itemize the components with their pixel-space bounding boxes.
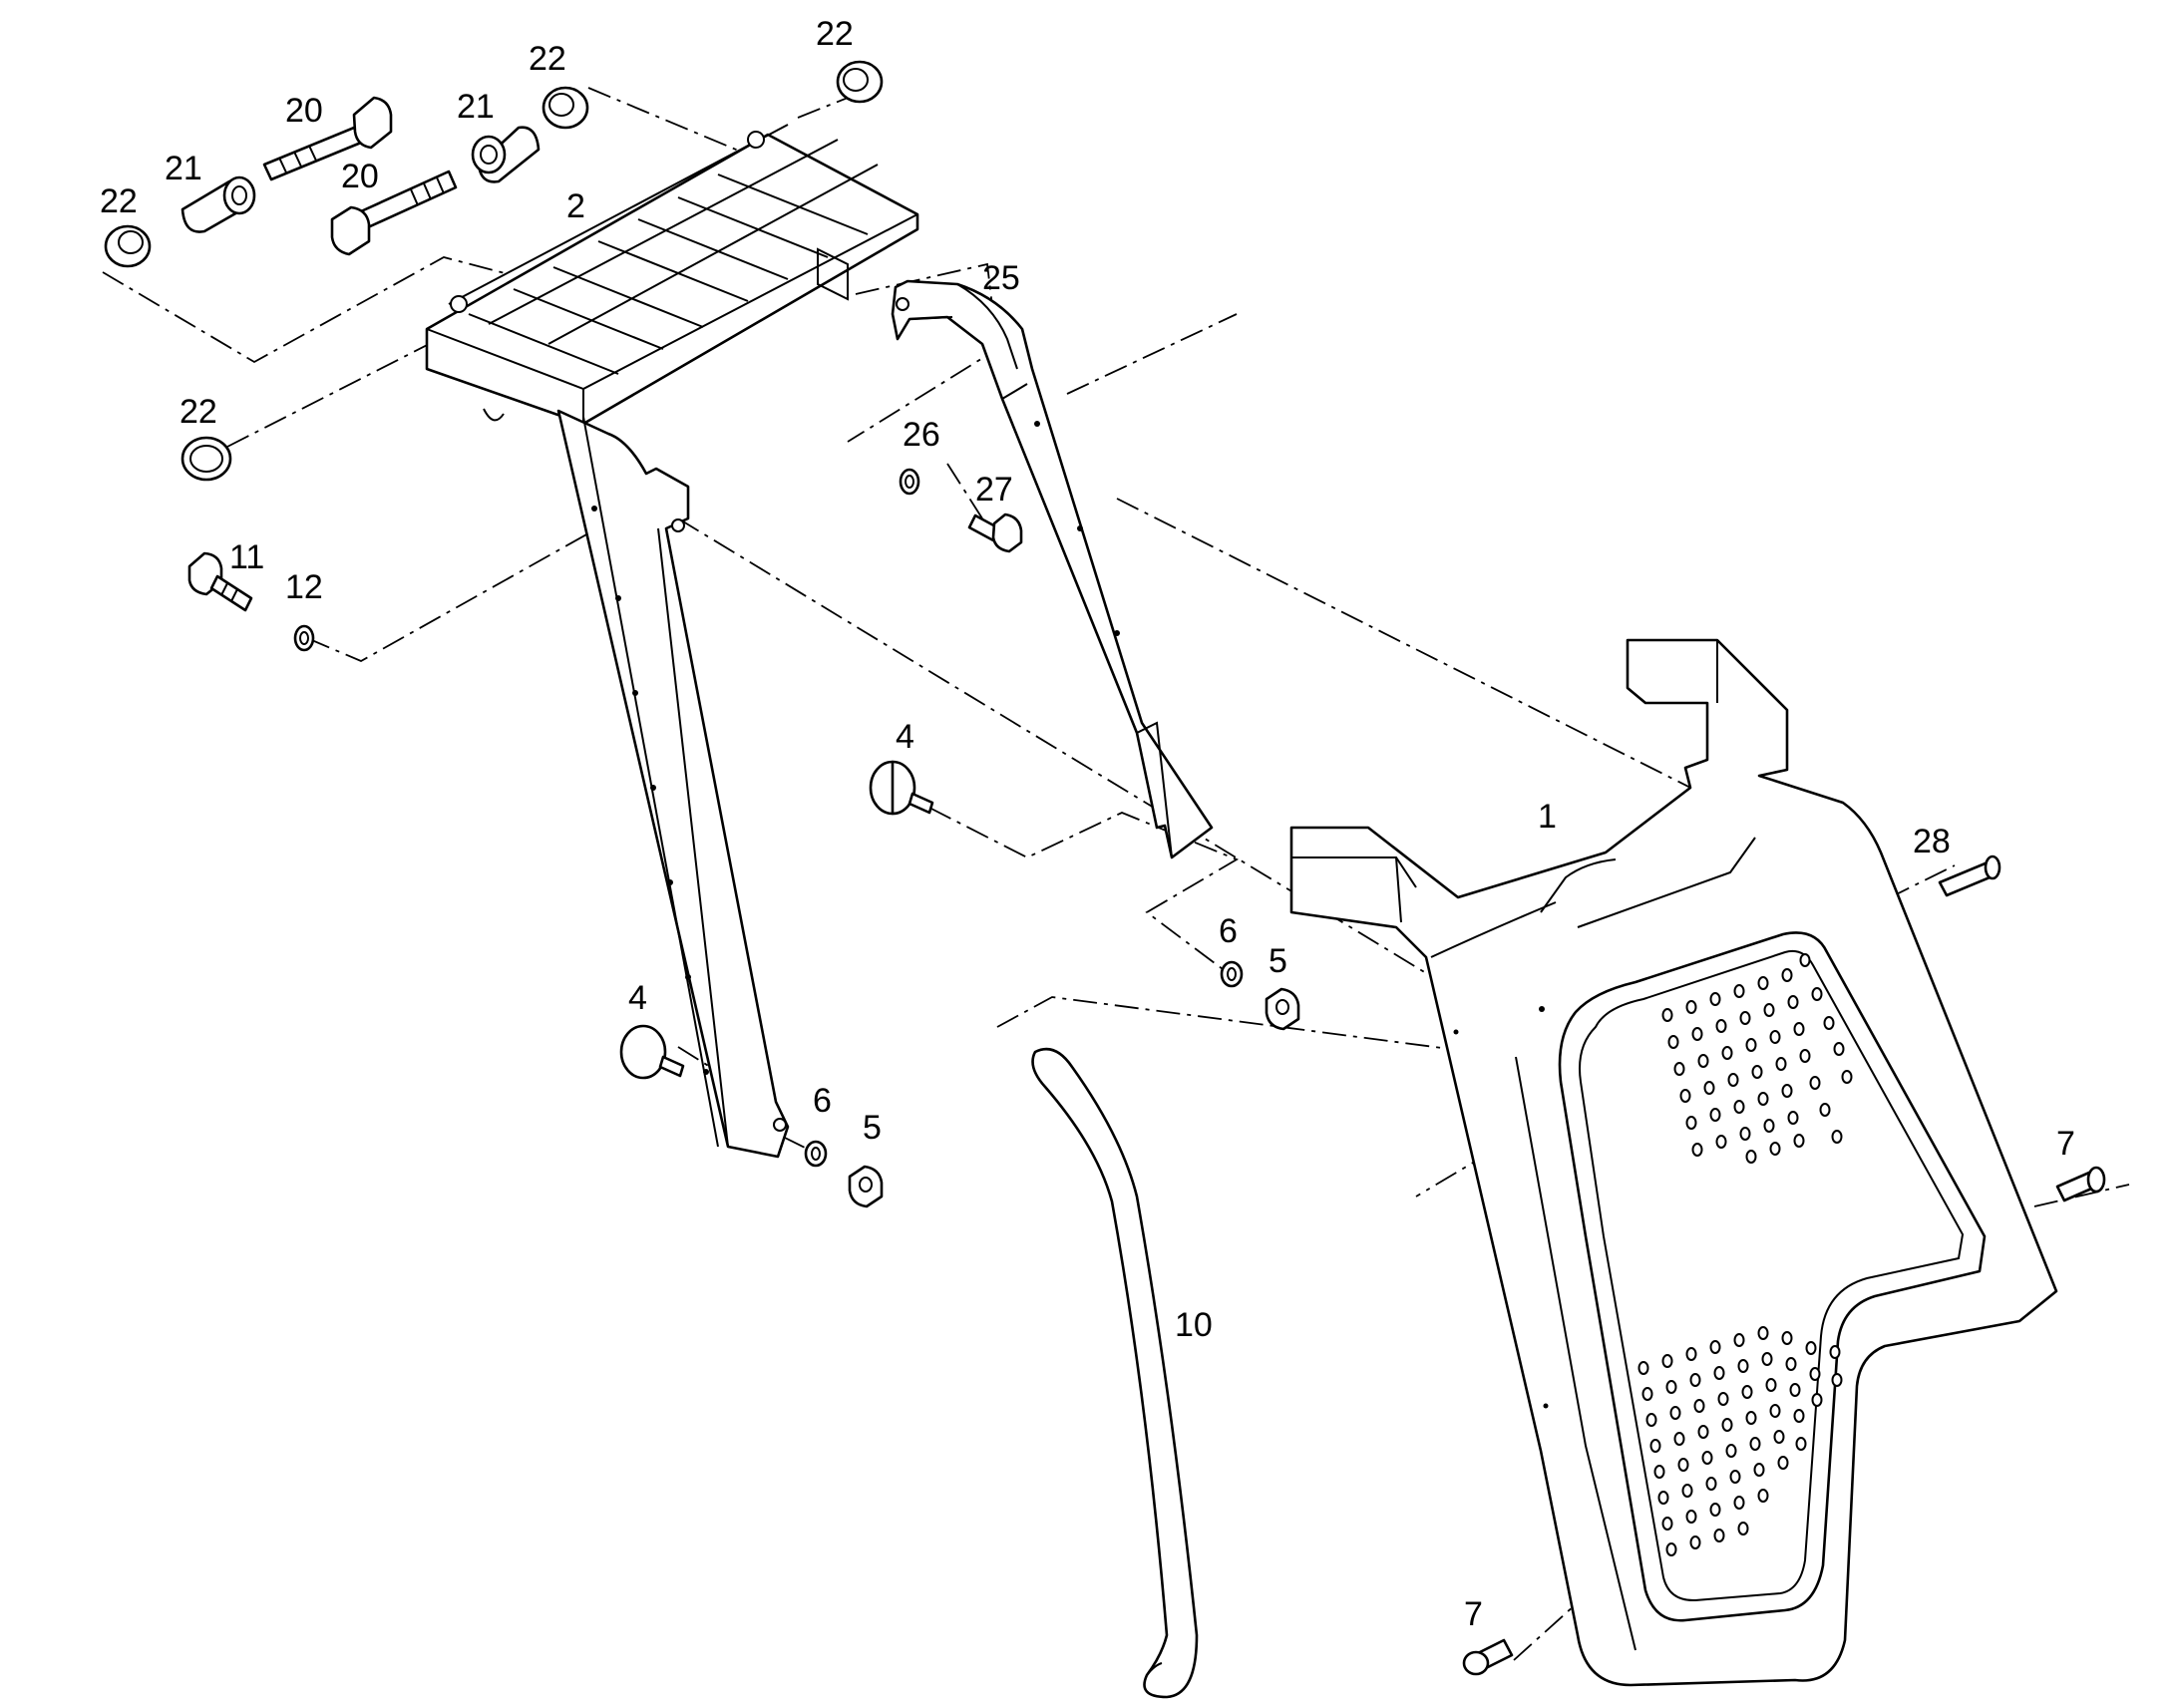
callout-7-bottom: 7 bbox=[1464, 1595, 1483, 1633]
callout-7-right: 7 bbox=[2056, 1125, 2075, 1163]
callout-6-left: 6 bbox=[813, 1082, 832, 1120]
washer-6-left bbox=[804, 1140, 828, 1168]
rubber-mount-4-upper bbox=[869, 760, 934, 816]
handrail-bracket bbox=[891, 279, 1214, 859]
washer-6-right bbox=[1220, 960, 1244, 988]
washer-26 bbox=[899, 468, 920, 496]
callout-6-right: 6 bbox=[1219, 912, 1238, 950]
bolt-27 bbox=[967, 512, 1023, 553]
rubber-mount-4-lower bbox=[619, 1024, 685, 1080]
bushing-22-top-right bbox=[836, 60, 884, 104]
step-support-bracket bbox=[556, 409, 790, 1159]
callout-22-top-left: 22 bbox=[100, 182, 138, 220]
body-panel bbox=[1289, 638, 2058, 1687]
bushing-22-top-left bbox=[104, 224, 152, 268]
callout-5-right: 5 bbox=[1269, 942, 1287, 980]
handle-bar bbox=[1031, 1047, 1199, 1699]
spacer-21-left bbox=[181, 175, 256, 233]
callout-21-left: 21 bbox=[165, 150, 202, 187]
grated-step bbox=[425, 124, 919, 426]
callout-4-lower: 4 bbox=[628, 979, 647, 1017]
callout-22-top-middle: 22 bbox=[529, 40, 566, 78]
bushing-22-top-middle bbox=[542, 86, 589, 130]
callout-22-top-right: 22 bbox=[816, 15, 854, 53]
callout-28: 28 bbox=[1913, 823, 1951, 860]
washer-12 bbox=[293, 624, 315, 652]
callout-26: 26 bbox=[903, 416, 940, 454]
callout-22-bottom-left: 22 bbox=[180, 393, 217, 431]
perforation-holes-upper bbox=[1661, 953, 1853, 1164]
callout-10: 10 bbox=[1175, 1306, 1213, 1344]
callout-1: 1 bbox=[1538, 798, 1557, 836]
perforation-holes-lower bbox=[1637, 1326, 1843, 1556]
pin-7-bottom bbox=[1462, 1638, 1514, 1676]
callout-labels: 1 2 4 4 5 5 6 6 7 7 10 11 12 20 20 21 21… bbox=[100, 15, 2075, 1633]
callout-21-right: 21 bbox=[457, 88, 495, 126]
callout-2: 2 bbox=[566, 187, 585, 225]
nut-5-right bbox=[1265, 987, 1300, 1031]
nut-5-left bbox=[848, 1165, 884, 1208]
callout-5-left: 5 bbox=[863, 1109, 882, 1147]
callout-20-top: 20 bbox=[285, 92, 323, 130]
callout-20-bottom: 20 bbox=[341, 158, 379, 195]
callout-11: 11 bbox=[229, 538, 264, 576]
callout-25: 25 bbox=[982, 259, 1020, 297]
callout-4-upper: 4 bbox=[896, 718, 914, 756]
bushing-22-bottom-left bbox=[181, 436, 232, 482]
bolt-20-top bbox=[262, 96, 393, 181]
bolt-20-bottom bbox=[330, 170, 458, 256]
spacer-21-right bbox=[471, 126, 541, 183]
callout-27: 27 bbox=[975, 471, 1013, 509]
pin-7-right bbox=[2055, 1166, 2106, 1202]
pin-28 bbox=[1938, 854, 2001, 897]
bolt-11 bbox=[187, 551, 253, 612]
callout-12: 12 bbox=[285, 568, 323, 606]
